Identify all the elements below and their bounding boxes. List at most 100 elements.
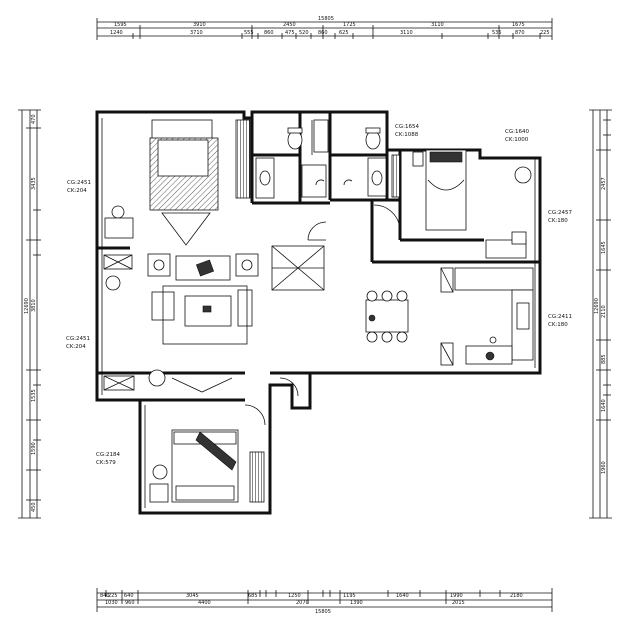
sink-icon <box>371 170 383 186</box>
bed-cover-fold <box>195 431 237 471</box>
side-table <box>147 253 171 277</box>
rug <box>162 285 248 345</box>
plant-icon <box>514 166 532 184</box>
room-ck-label: CK:204 <box>66 344 86 350</box>
top-dim: 1595 <box>114 22 127 28</box>
bottom-dim: 1390 <box>350 600 363 606</box>
bottom-dim: 2015 <box>452 600 465 606</box>
bed-cover <box>427 179 465 191</box>
top-dim: 225 <box>540 30 550 36</box>
bottom-dim: 960 <box>125 600 135 606</box>
top-dim: 1675 <box>512 22 525 28</box>
bottom-dim: 2180 <box>510 593 523 599</box>
right-dimensions: 12690 2457 1645 2110 885 1640 1960 <box>589 109 612 519</box>
right-dim: 885 <box>601 354 607 364</box>
left-dim: 1535 <box>31 389 37 402</box>
right-dim: 1960 <box>601 461 607 474</box>
left-dim: 450 <box>31 502 37 512</box>
top-dim: 3110 <box>431 22 444 28</box>
bedroom-ne: CG:1640 CK:1000 CG:2457 CK:180 <box>412 129 572 259</box>
living-room: CG:2451 CK:204 <box>66 204 401 393</box>
dining-kitchen: CG:2411 CK:180 <box>365 267 572 366</box>
left-dim: 3435 <box>31 177 37 190</box>
room-ck-label: CK:180 <box>548 218 568 224</box>
window-bay <box>171 377 233 393</box>
top-dim: 555 <box>244 30 254 36</box>
top-dim: 1725 <box>343 22 356 28</box>
top-dim: 475 <box>285 30 295 36</box>
room-ck-label: CK:1000 <box>505 137 529 143</box>
dining-chair <box>381 290 393 302</box>
stove-burner <box>489 336 497 344</box>
top-dim: 3710 <box>190 30 203 36</box>
shower-head-icon <box>315 179 325 186</box>
walls <box>95 110 542 515</box>
bottom-dim: 225 <box>108 593 118 599</box>
room-cg-label: CG:2451 <box>66 336 90 342</box>
sink-icon <box>516 302 530 330</box>
bottom-dim: 3045 <box>186 593 199 599</box>
room-cg-label: CG:2451 <box>67 180 91 186</box>
bottom-dim: 1990 <box>450 593 463 599</box>
bottom-dim: 640 <box>124 593 134 599</box>
room-cg-label: CG:2411 <box>548 314 572 320</box>
left-total-dim: 12690 <box>24 298 30 314</box>
top-dim: 870 <box>515 30 525 36</box>
headboard <box>151 119 213 141</box>
room-ck-label: CK:579 <box>96 460 116 466</box>
centerpiece-icon <box>368 314 376 322</box>
top-dim: 860 <box>318 30 328 36</box>
nightstand <box>412 151 424 167</box>
dining-chair <box>396 290 408 302</box>
shower-area <box>301 164 327 198</box>
dining-chair <box>396 331 408 343</box>
left-dim: 1590 <box>31 442 37 455</box>
plant-icon <box>105 275 121 291</box>
window-bay <box>161 212 211 246</box>
coffee-table-item <box>202 305 212 313</box>
desk <box>149 483 169 503</box>
stove-icon <box>485 351 495 361</box>
bottom-dim: 1640 <box>396 593 409 599</box>
top-total-dim: 15805 <box>318 16 334 22</box>
wardrobe <box>249 451 265 503</box>
bed-footboard <box>175 485 235 501</box>
left-dim: 470 <box>31 114 37 124</box>
bottom-dim: 685 <box>248 593 258 599</box>
toilet-tank <box>287 127 303 134</box>
bottom-dim: 1195 <box>343 593 356 599</box>
desk <box>485 239 527 259</box>
top-dim: 3110 <box>400 30 413 36</box>
door-swing <box>373 204 401 232</box>
right-total-dim: 12690 <box>594 298 600 314</box>
bed-cover <box>157 139 209 177</box>
top-dim: 860 <box>264 30 274 36</box>
side-table <box>235 253 259 277</box>
right-dim: 2457 <box>601 177 607 190</box>
bedroom-sw: CG:2184 CK:579 <box>96 377 299 503</box>
bottom-dimensions: 840 225 640 3045 685 1250 1195 1640 1990… <box>96 588 553 615</box>
room-ck-label: CK:180 <box>548 322 568 328</box>
toilet-icon <box>287 130 303 150</box>
toilet-icon <box>365 130 381 150</box>
top-dim: 625 <box>339 30 349 36</box>
kitchen-counter <box>454 267 534 291</box>
door-swing <box>279 377 299 397</box>
room-ck-label: CK:204 <box>67 188 87 194</box>
bottom-dim: 1030 <box>105 600 118 606</box>
bottom-dim: 1250 <box>288 593 301 599</box>
top-dim: 535 <box>492 30 502 36</box>
sink-icon <box>259 170 271 186</box>
right-dim: 1645 <box>601 241 607 254</box>
toilet-tank <box>365 127 381 134</box>
right-dim: 2110 <box>601 305 607 318</box>
right-dim: 1640 <box>601 399 607 412</box>
top-dim: 1240 <box>110 30 123 36</box>
shower-area <box>313 119 329 153</box>
headboard <box>429 151 463 163</box>
room-cg-label: CG:2184 <box>96 452 120 458</box>
dining-chair <box>381 331 393 343</box>
chair-icon <box>152 464 168 480</box>
bathrooms: CG:1654 CK:1088 <box>255 119 419 199</box>
